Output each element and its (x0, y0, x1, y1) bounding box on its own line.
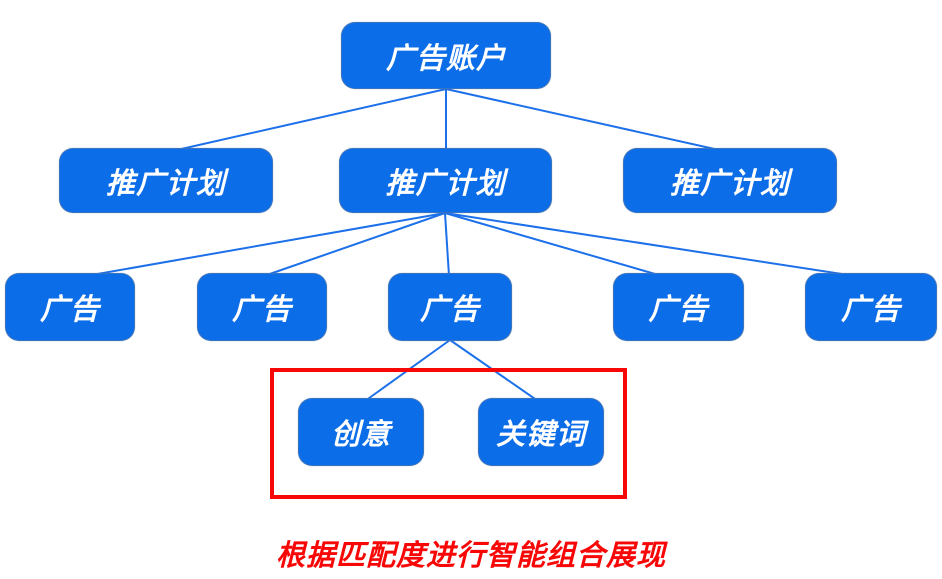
node-promotion-plan-1-label: 推广计划 (105, 167, 226, 200)
node-ad-2: 广告 (197, 273, 327, 341)
node-ad-account: 广告账户 (341, 22, 551, 89)
node-keyword-label: 关键词 (495, 419, 586, 451)
connector-root-plan3 (445, 88, 729, 153)
node-ad-4-label: 广告 (648, 294, 709, 326)
connector-plan2-ad1 (85, 212, 446, 277)
caption: 根据匹配度进行智能组合展现 (275, 540, 666, 572)
node-ad-1: 广告 (5, 273, 135, 341)
node-creative-label: 创意 (330, 419, 391, 451)
node-promotion-plan-2-label: 推广计划 (385, 167, 506, 200)
node-ad-account-label: 广告账户 (385, 42, 506, 75)
connector-plan2-ad3 (444, 212, 450, 277)
node-ad-1-label: 广告 (39, 294, 100, 326)
node-promotion-plan-3-label: 推广计划 (669, 167, 790, 200)
connector-plan2-ad4 (444, 212, 663, 277)
connector-plan2-ad5 (444, 212, 856, 277)
node-creative: 创意 (298, 398, 424, 466)
node-keyword: 关键词 (478, 398, 604, 466)
node-ad-4: 广告 (613, 273, 744, 341)
node-ad-3: 广告 (388, 273, 512, 341)
node-promotion-plan-2: 推广计划 (339, 148, 552, 213)
node-ad-5: 广告 (805, 273, 937, 341)
connector-plan2-ad2 (263, 212, 446, 277)
highlight-box (270, 368, 627, 499)
node-promotion-plan-3: 推广计划 (623, 148, 837, 213)
node-promotion-plan-1: 推广计划 (59, 148, 273, 213)
connector-root-plan1 (167, 88, 447, 153)
node-ad-5-label: 广告 (840, 294, 901, 326)
node-ad-3-label: 广告 (419, 294, 480, 326)
node-ad-2-label: 广告 (231, 294, 292, 326)
